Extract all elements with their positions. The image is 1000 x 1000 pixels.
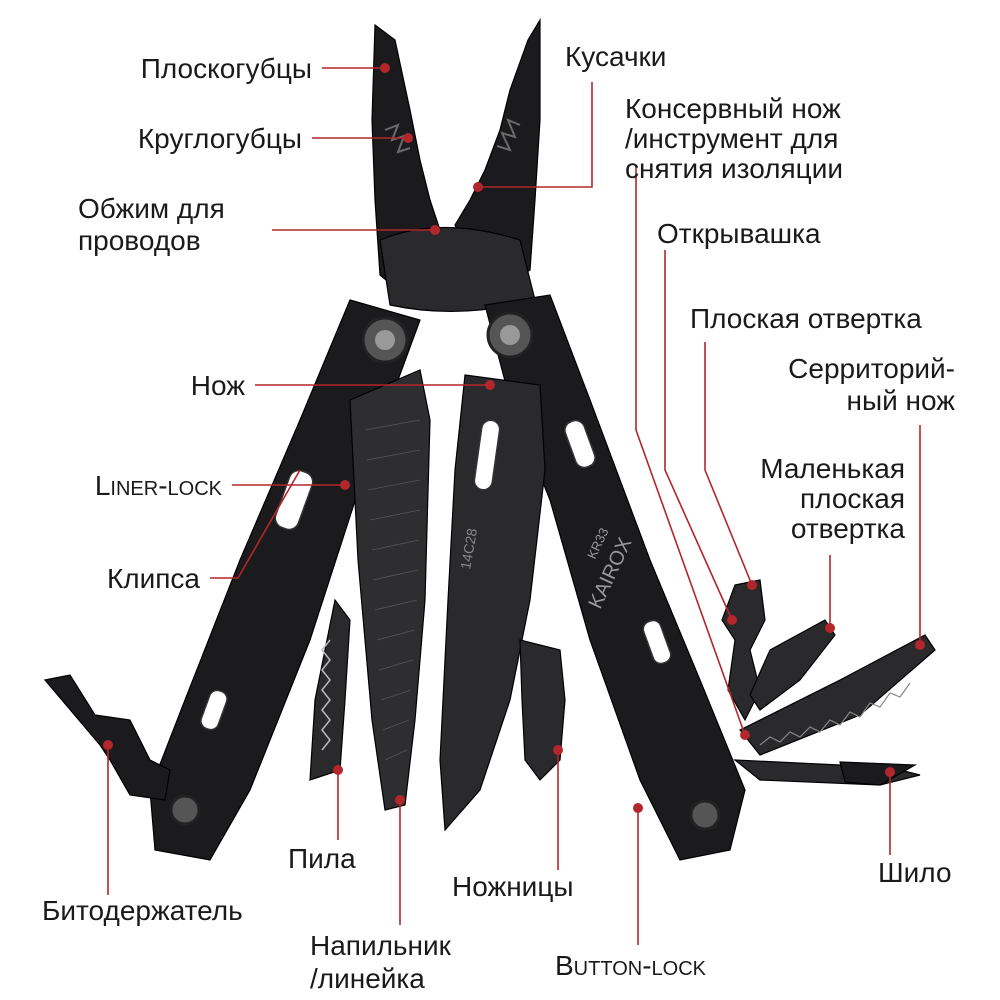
label-can-opener-line1: Консервный нож — [625, 93, 841, 124]
right-jaw — [454, 17, 541, 291]
left-pivot-inner — [375, 330, 395, 350]
label-wire-cutters: Кусачки — [565, 41, 666, 72]
right-pivot-inner — [500, 325, 520, 345]
label-crimper-line1: Обжим для — [78, 193, 225, 224]
label-liner-lock: Liner-lock — [95, 470, 223, 501]
saw-blade — [309, 598, 351, 781]
label-awl: Шило — [878, 857, 952, 888]
label-bottle-opener: Открывашка — [657, 218, 821, 249]
flat-screwdriver-leader — [704, 342, 753, 586]
round-pliers-dot — [403, 133, 413, 143]
label-small-flat-line1: Маленькая — [760, 453, 905, 484]
scissors-blade — [519, 639, 566, 781]
blade-steel-mark: 14C28 — [457, 527, 480, 571]
label-small-flat-line3: отвертка — [791, 513, 906, 544]
small-screwdriver-tool — [749, 619, 836, 711]
pliers-dot — [380, 63, 390, 73]
label-can-opener-line2: /инструмент для — [625, 123, 838, 154]
small-flat-dot — [825, 623, 835, 633]
bottle-opener-leader — [664, 250, 733, 621]
knife-slot — [473, 419, 501, 491]
saw-teeth — [321, 639, 331, 751]
serrated-dot — [915, 640, 925, 650]
callouts — [103, 63, 925, 945]
label-flat-screwdriver: Плоская отвертка — [690, 303, 922, 334]
left-handle-slot-2 — [200, 689, 228, 731]
can-opener-leader — [635, 165, 746, 736]
multitool-illustration: 14C28 KAIROX KR33 — [43, 17, 936, 861]
wire-cutters-dot — [473, 182, 483, 192]
label-can-opener-line3: снятия изоляции — [625, 153, 843, 184]
knife-dot — [485, 380, 495, 390]
crimper-dot — [430, 225, 440, 235]
button-lock-dot — [633, 803, 643, 813]
bottle-opener-dot — [727, 615, 737, 625]
label-small-flat-line2: плоская — [800, 483, 905, 514]
label-button-lock: Button-lock — [555, 950, 707, 981]
label-clip: Клипса — [107, 563, 200, 594]
label-crimper-line2: проводов — [78, 225, 201, 256]
label-round-pliers: Круглогубцы — [138, 123, 302, 154]
label-serrated-line1: Серриторий- — [788, 353, 955, 384]
labels: Плоскогубцы Круглогубцы Обжим для провод… — [42, 41, 955, 994]
awl-dot — [885, 767, 895, 777]
file-dot — [395, 795, 405, 805]
bit-holder-dot — [103, 740, 113, 750]
label-file-line2: /линейка — [310, 963, 425, 994]
right-handle-slot-1 — [564, 419, 596, 469]
awl-tip — [839, 761, 918, 786]
label-saw: Пила — [288, 843, 356, 874]
serrated-knife-tool — [739, 634, 936, 756]
label-pliers: Плоскогубцы — [141, 53, 312, 84]
liner-lock-dot — [340, 480, 350, 490]
clip-leader — [210, 469, 301, 579]
scissors-dot — [553, 745, 563, 755]
bit-holder — [43, 674, 171, 801]
label-bit-holder: Битодержатель — [42, 895, 243, 926]
label-scissors: Ножницы — [452, 871, 573, 902]
label-serrated-line2: ный нож — [847, 385, 956, 416]
label-file-line1: Напильник — [310, 930, 452, 961]
right-handle — [484, 294, 746, 861]
file-texture — [364, 419, 421, 761]
flat-screwdriver-dot — [747, 580, 757, 590]
label-knife: Нож — [191, 370, 245, 401]
right-handle-slot-2 — [642, 619, 672, 665]
jaw-hub — [379, 226, 536, 312]
saw-dot — [333, 765, 343, 775]
left-bottom-pivot — [169, 794, 201, 826]
knife-blade — [439, 374, 546, 832]
right-bottom-pivot — [689, 799, 721, 831]
wire-cutters-leader — [478, 82, 593, 188]
can-opener-dot — [740, 730, 750, 740]
serrated-teeth — [759, 682, 911, 746]
file-blade — [349, 369, 431, 811]
